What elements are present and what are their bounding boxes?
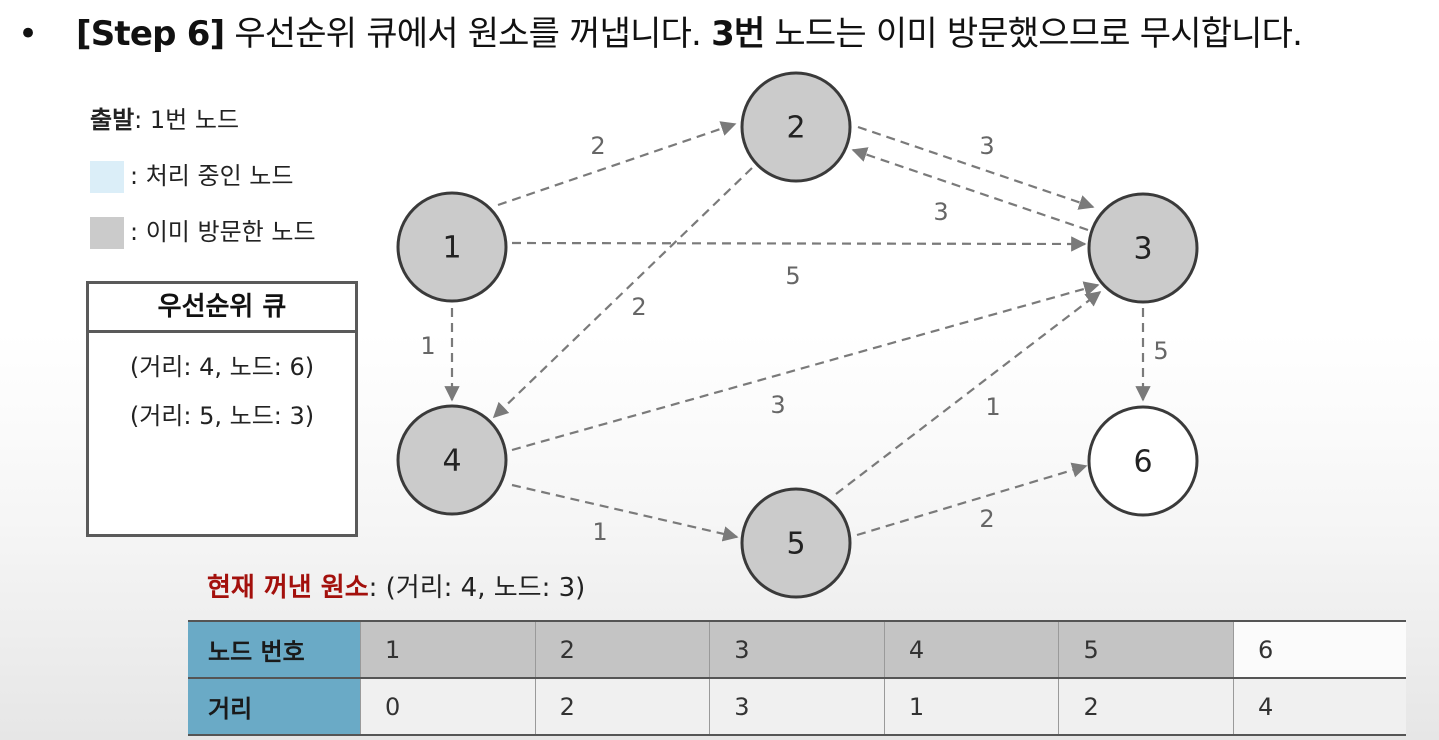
legend-visited-label: : 이미 방문한 노드 bbox=[130, 218, 316, 246]
current-element-value: : (거리: 4, 노드: 3) bbox=[368, 573, 586, 603]
title-bullet: • bbox=[18, 14, 38, 54]
edge-4-5 bbox=[511, 483, 739, 542]
node-4-circle bbox=[396, 404, 508, 516]
distance-header: 거리 bbox=[188, 677, 361, 736]
distance-cell: 3 bbox=[709, 677, 885, 736]
edge-weight-label: 2 bbox=[590, 132, 605, 160]
legend-start-label: 출발 bbox=[90, 106, 135, 134]
distance-cell: 0 bbox=[360, 677, 536, 736]
node-4-label: 4 bbox=[442, 444, 461, 479]
processing-swatch bbox=[90, 161, 124, 193]
edge-2-3 bbox=[857, 125, 1095, 210]
title-step: [Step 6] bbox=[76, 14, 225, 54]
node-2-circle bbox=[740, 71, 852, 183]
edge-weight-label: 3 bbox=[979, 132, 994, 160]
edge-weight-label: 1 bbox=[592, 518, 607, 546]
legend-start: 출발: 1번 노드 bbox=[90, 100, 239, 135]
node-3-circle bbox=[1087, 192, 1199, 304]
edge-weight-label: 1 bbox=[985, 393, 1000, 421]
edge-weight-label: 3 bbox=[933, 198, 948, 226]
visited-swatch bbox=[90, 217, 124, 249]
edge-4-3 bbox=[511, 281, 1100, 452]
node-3-label: 3 bbox=[1133, 232, 1152, 267]
node-number-cell: 1 bbox=[360, 620, 536, 679]
edge-weight-label: 1 bbox=[420, 332, 435, 360]
legend-processing: : 처리 중인 노드 bbox=[90, 156, 293, 193]
distance-cell: 2 bbox=[1058, 677, 1234, 736]
node-number-cell: 4 bbox=[883, 620, 1059, 679]
edge-5-6 bbox=[856, 462, 1088, 537]
edge-weight-label: 2 bbox=[631, 293, 646, 321]
edge-1-3 bbox=[511, 236, 1087, 252]
node-5-label: 5 bbox=[786, 527, 805, 562]
edge-2-4 bbox=[492, 167, 753, 419]
node-number-header: 노드 번호 bbox=[188, 620, 361, 679]
distance-table: 노드 번호 1 2 3 4 5 6 거리 0 2 3 1 2 4 bbox=[188, 620, 1406, 736]
current-element-label: 현재 꺼낸 원소 bbox=[207, 573, 369, 603]
title-text-2: 노드는 이미 방문했으므로 무시합니다. bbox=[764, 14, 1303, 54]
node-number-cell: 5 bbox=[1058, 620, 1234, 679]
legend-start-value: : 1번 노드 bbox=[134, 106, 240, 134]
edge-weight-label: 5 bbox=[1153, 337, 1168, 365]
edge-weight-label: 5 bbox=[785, 262, 800, 290]
node-number-cell: 3 bbox=[709, 620, 885, 679]
edge-weight-label: 3 bbox=[770, 391, 785, 419]
title-bold-node: 3번 bbox=[711, 14, 765, 54]
priority-queue-item: (거리: 4, 노드: 6) bbox=[129, 353, 315, 381]
node-number-cell: 2 bbox=[534, 620, 710, 679]
legend-visited: : 이미 방문한 노드 bbox=[90, 212, 316, 249]
legend-processing-label: : 처리 중인 노드 bbox=[130, 162, 294, 190]
edge-5-3 bbox=[835, 291, 1102, 495]
node-number-row: 노드 번호 1 2 3 4 5 6 bbox=[188, 620, 1406, 679]
node-5-circle bbox=[740, 487, 852, 599]
node-6-circle bbox=[1087, 405, 1199, 517]
priority-queue-item: (거리: 5, 노드: 3) bbox=[129, 402, 315, 430]
title-text-1: 우선순위 큐에서 원소를 꺼냅니다. bbox=[224, 14, 712, 54]
distance-cell: 1 bbox=[883, 677, 1059, 736]
node-1-label: 1 bbox=[442, 231, 461, 266]
node-1-circle bbox=[396, 191, 508, 303]
edge-1-2 bbox=[497, 121, 737, 207]
distance-row: 거리 0 2 3 1 2 4 bbox=[188, 677, 1406, 736]
node-number-cell: 6 bbox=[1233, 620, 1406, 679]
edge-3-2 bbox=[851, 147, 1089, 232]
priority-queue-box: 우선순위 큐 (거리: 4, 노드: 6) (거리: 5, 노드: 3) bbox=[86, 281, 358, 537]
edge-weight-label: 2 bbox=[979, 505, 994, 533]
distance-cell: 2 bbox=[534, 677, 710, 736]
slide-title: • [Step 6] 우선순위 큐에서 원소를 꺼냅니다. 3번 노드는 이미 방… bbox=[18, 6, 1439, 55]
node-6-label: 6 bbox=[1133, 445, 1152, 480]
distance-cell: 4 bbox=[1233, 677, 1406, 736]
current-element: 현재 꺼낸 원소: (거리: 4, 노드: 3) bbox=[207, 567, 585, 604]
priority-queue-title: 우선순위 큐 bbox=[89, 284, 355, 333]
node-2-label: 2 bbox=[786, 111, 805, 146]
